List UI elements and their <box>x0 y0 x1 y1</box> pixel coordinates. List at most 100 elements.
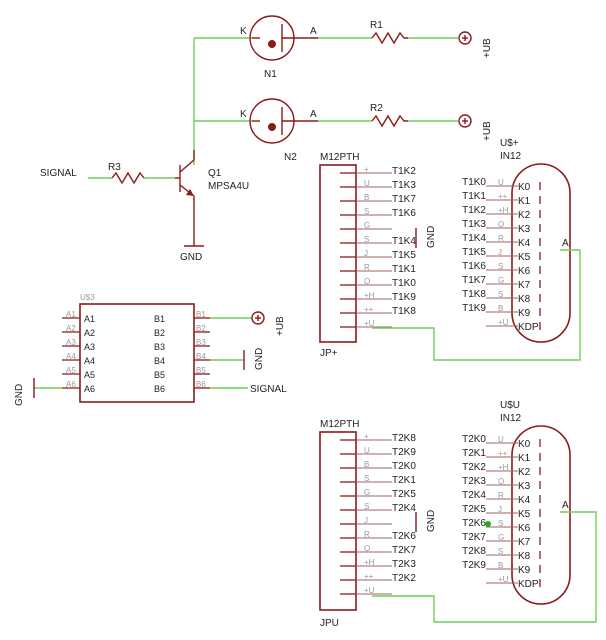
in12-bottom: U$U IN12 K0UT2K0K1++T2K1K2+HT2K2K3QT2K3K… <box>462 400 571 605</box>
r3-label: R3 <box>108 162 121 173</box>
in12-pin-label: K7 <box>518 537 531 548</box>
in12-pin-mark: ++ <box>498 192 508 201</box>
header-net-label: T2K7 <box>392 545 416 556</box>
u3-pin-b-net: B5 <box>196 366 206 375</box>
header-pin-mark-label: J <box>364 516 368 525</box>
header-net-label: T2K1 <box>392 475 416 486</box>
header-net-label: T2K3 <box>392 559 416 570</box>
u3-pin-a-net: A6 <box>66 380 76 389</box>
u3-signal-label: SIGNAL <box>250 384 287 395</box>
n1-pin-a: A <box>310 26 317 37</box>
in12-net-label: T1K7 <box>462 275 486 286</box>
u3-pin-a-net: A4 <box>66 352 76 361</box>
in12-pin-label: K6 <box>518 266 531 277</box>
in12-pin-label: K0 <box>518 182 531 193</box>
in12-pin-mark: S <box>498 262 503 271</box>
resistor-r3: R3 <box>108 162 145 185</box>
net-anode-top <box>372 249 581 361</box>
in12-pin-label: K8 <box>518 551 531 562</box>
in12-pin-label: K7 <box>518 280 531 291</box>
in12-pin-mark: R <box>498 491 504 500</box>
u3-pin-b-net: B4 <box>196 352 206 361</box>
net-anode-bottom <box>372 511 597 623</box>
in12-net-label: T1K3 <box>462 219 486 230</box>
jp-plus-title: M12PTH <box>320 152 359 163</box>
in12-pin-mark: J <box>498 248 502 257</box>
in12-pin-label: K3 <box>518 481 531 492</box>
in12-pin-mark: +H <box>498 463 509 472</box>
in12-pin-label: K1 <box>518 453 531 464</box>
u3-pin-b-net: B3 <box>196 338 206 347</box>
header-net-label: T2K9 <box>392 447 416 458</box>
in12-pin-mark: Q <box>498 477 504 486</box>
header-net-label: T1K3 <box>392 180 416 191</box>
header-pin-mark-label: R <box>364 263 370 272</box>
header-net-label: T1K8 <box>392 306 416 317</box>
gnd-q1: GND <box>180 245 204 263</box>
in12-net-label: T2K6 <box>462 518 486 529</box>
u3-pin-b-net: B6 <box>196 380 206 389</box>
header-pin-mark-label: U <box>364 446 370 455</box>
in12-pin-mark: S <box>498 519 503 528</box>
q1-name: Q1 <box>208 168 222 179</box>
in12-pin-mark: G <box>498 533 504 542</box>
in12-top-name: U$+ <box>500 138 519 149</box>
in12-pin-label: K4 <box>518 495 531 506</box>
header-pin-mark-label: B <box>364 193 369 202</box>
supply-ub-2: +UB <box>458 114 493 141</box>
header-pin-mark-label: ++ <box>364 572 374 581</box>
q1-value: MPSA4U <box>208 181 249 192</box>
u3-ub-label: +UB <box>275 316 286 336</box>
in12-top-value: IN12 <box>500 151 522 162</box>
header-net-label: T2K6 <box>392 531 416 542</box>
header-net-label: T1K9 <box>392 292 416 303</box>
in12-bottom-name: U$U <box>500 400 520 411</box>
gnd-jp-plus-label: GND <box>426 226 437 248</box>
header-net-label: T1K6 <box>392 208 416 219</box>
in12-pin-label: K2 <box>518 467 531 478</box>
in12-pin-mark: S <box>498 290 503 299</box>
in12-bottom-anode: A <box>562 500 569 511</box>
in12-net-label: T2K7 <box>462 532 486 543</box>
gnd-q1-label: GND <box>180 252 202 263</box>
header-net-label: T1K0 <box>392 278 416 289</box>
in12-net-label: T2K1 <box>462 448 486 459</box>
u3-pin-b-label: B6 <box>154 384 165 394</box>
in12-net-label: T2K5 <box>462 504 486 515</box>
in12-pin-mark: ++ <box>498 449 508 458</box>
in12-pin-mark: +U <box>498 575 509 584</box>
in12-pin-label: K5 <box>518 509 531 520</box>
in12-pin-label: K0 <box>518 439 531 450</box>
header-pin-mark-label: +U <box>364 586 375 595</box>
header-pin-mark-label: ++ <box>364 305 374 314</box>
header-net-label: T1K5 <box>392 250 416 261</box>
in12-net-label: T2K8 <box>462 546 486 557</box>
header-net-label: T2K0 <box>392 461 416 472</box>
n2-pin-k: K <box>240 109 247 120</box>
header-net-label: T1K2 <box>392 166 416 177</box>
in12-net-label: T1K9 <box>462 303 486 314</box>
header-pin-mark-label: S <box>364 235 369 244</box>
in12-pin-label: K3 <box>518 224 531 235</box>
header-net-label: T1K4 <box>392 236 416 247</box>
in12-net-label: T1K2 <box>462 205 486 216</box>
in12-pin-mark: +H <box>498 206 509 215</box>
in12-pin-mark: Q <box>498 220 504 229</box>
header-pin-mark-label: G <box>364 488 370 497</box>
header-pin-mark-label: R <box>364 530 370 539</box>
jpu-title: M12PTH <box>320 419 359 430</box>
gnd-jp-plus: GND <box>415 226 437 248</box>
in12-pin-mark: B <box>498 561 503 570</box>
u3-pin-a-net: A3 <box>66 338 76 347</box>
header-pin-mark-label: +H <box>364 291 375 300</box>
n1-pin-k: K <box>240 26 247 37</box>
r2-label: R2 <box>370 103 383 114</box>
u3-gnd-left-label: GND <box>14 384 25 406</box>
in12-pin-mark: U <box>498 435 504 444</box>
header-pin-mark-label: U <box>364 179 370 188</box>
u3-pin-a-net: A2 <box>66 324 76 333</box>
in12-pin-label: K2 <box>518 210 531 221</box>
resistor-r1: R1 <box>370 20 408 45</box>
in12-pin-label: K6 <box>518 523 531 534</box>
